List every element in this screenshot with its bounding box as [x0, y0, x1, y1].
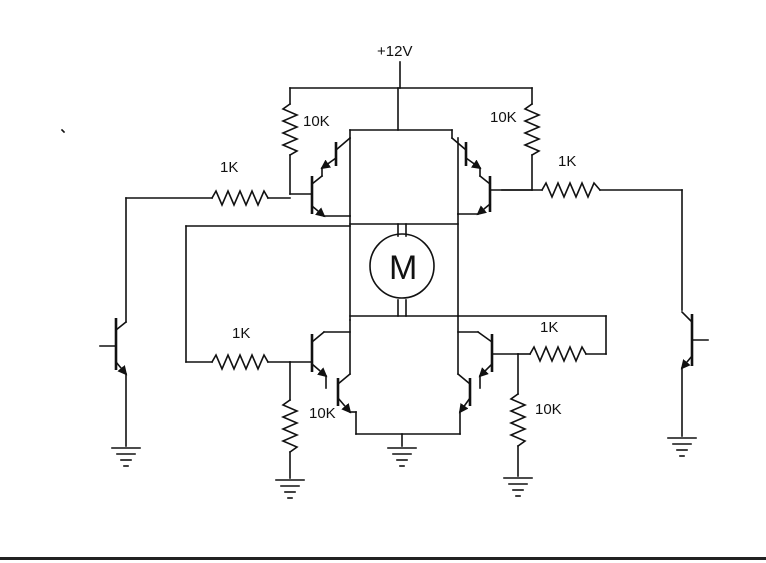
- bridge-wiring: [185, 213, 607, 363]
- resistor-bottom-left-pulldown: [280, 361, 300, 479]
- supply-rail: [289, 61, 533, 131]
- motor-label: M: [389, 249, 417, 287]
- ground-symbol-bottom-left: [275, 479, 305, 499]
- resistor-top-left-base: [125, 188, 291, 323]
- label-top-right-base: 1K: [558, 153, 576, 170]
- resistor-bottom-left-base: [185, 352, 291, 372]
- label-bottom-left-pulldown: 10K: [309, 405, 336, 422]
- bottom-border: [0, 557, 766, 560]
- transistor-input-left: [99, 318, 128, 447]
- transistor-input-right: [680, 310, 709, 437]
- label-top-left-pullup: 10K: [303, 113, 330, 130]
- resistor-top-right-base: [501, 180, 683, 311]
- label-bottom-left-base: 1K: [232, 325, 250, 342]
- resistor-top-left-pullup: [280, 87, 300, 195]
- supply-label: +12V: [377, 43, 412, 60]
- stray-mark: [60, 128, 66, 134]
- label-top-right-pullup: 10K: [490, 109, 517, 126]
- motor: [369, 233, 435, 299]
- transistor-pair-bottom-right: [456, 315, 519, 435]
- resistor-bottom-right-base: [517, 344, 607, 364]
- ground-symbol-right-input: [667, 437, 697, 457]
- resistor-bottom-right-pulldown: [508, 353, 528, 477]
- ground-symbol-left-input: [111, 447, 141, 467]
- resistor-top-right-pullup: [522, 87, 542, 191]
- transistor-pair-top-right: [450, 129, 533, 216]
- transistor-pair-bottom-left: [289, 319, 357, 435]
- label-top-left-base: 1K: [220, 159, 238, 176]
- ground-symbol-bridge: [387, 447, 417, 467]
- label-bottom-right-pulldown: 10K: [535, 401, 562, 418]
- transistor-pair-top-left: [289, 129, 352, 218]
- label-bottom-right-base: 1K: [540, 319, 558, 336]
- ground-symbol-bottom-right: [503, 477, 533, 497]
- bridge-ground-rail: [355, 433, 461, 447]
